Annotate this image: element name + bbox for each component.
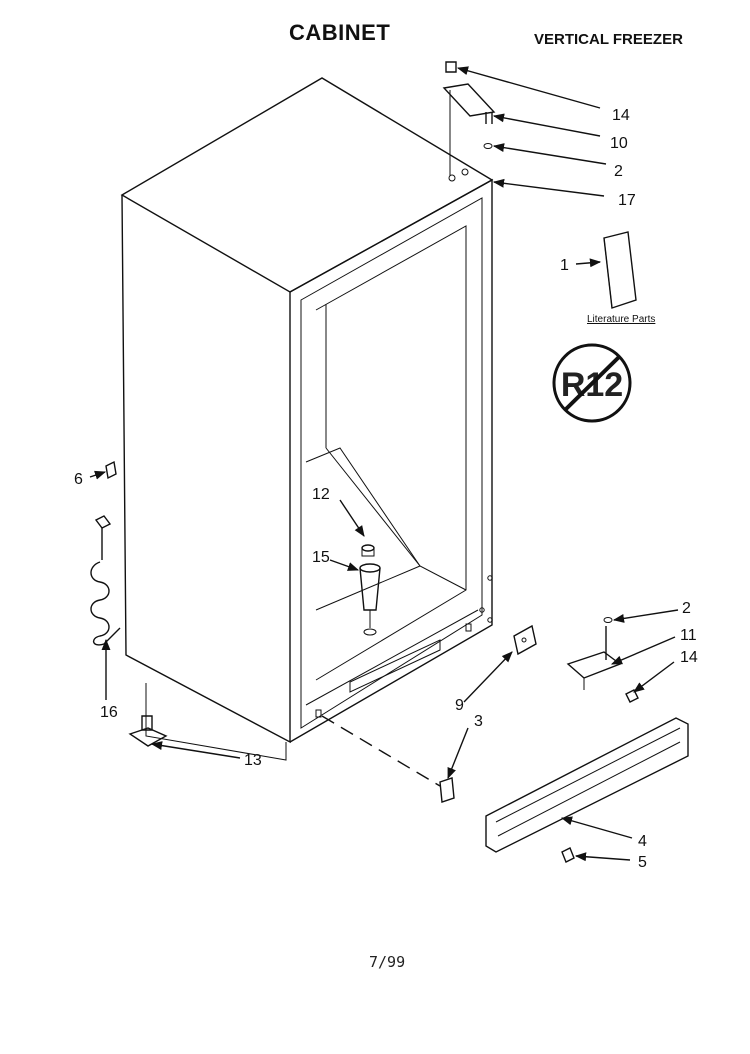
callout-14-bottom: 14 <box>680 649 698 666</box>
top-hinge-assembly <box>442 61 496 182</box>
callout-11: 11 <box>680 627 697 644</box>
callout-16: 16 <box>100 704 118 721</box>
callout-2-top: 2 <box>614 163 623 180</box>
page-subtitle: VERTICAL FREEZER <box>534 31 683 48</box>
callout-3: 3 <box>474 713 483 730</box>
cabinet-body <box>120 77 494 761</box>
callout-17: 17 <box>618 192 636 209</box>
callout-10: 10 <box>610 135 628 152</box>
literature-parts-label: Literature Parts <box>587 314 655 325</box>
leader-lines <box>89 66 679 862</box>
bottom-hinge-assembly <box>513 617 639 703</box>
callout-5: 5 <box>638 854 647 871</box>
toe-grille <box>485 717 689 863</box>
leveling-leg <box>128 715 168 747</box>
callout-1: 1 <box>560 257 569 274</box>
date-code: 7/99 <box>369 953 406 971</box>
callout-labels: 14 10 2 17 1 6 12 15 16 13 2 11 14 9 3 4… <box>74 107 698 871</box>
power-cord <box>90 515 121 646</box>
no-r12-badge: R12 <box>552 343 632 423</box>
callout-2-bottom: 2 <box>682 600 691 617</box>
literature-book: Literature Parts <box>587 231 655 325</box>
callout-4: 4 <box>638 833 647 850</box>
callout-13: 13 <box>244 752 262 769</box>
clip-part-3 <box>321 715 455 803</box>
drain-assembly <box>359 544 381 636</box>
callout-15: 15 <box>312 549 330 566</box>
page-title: CABINET <box>289 20 391 45</box>
callout-9: 9 <box>455 697 464 714</box>
callout-12: 12 <box>312 486 330 503</box>
callout-6: 6 <box>74 471 83 488</box>
callout-14-top: 14 <box>612 107 630 124</box>
door-switch-part-6 <box>105 460 117 480</box>
